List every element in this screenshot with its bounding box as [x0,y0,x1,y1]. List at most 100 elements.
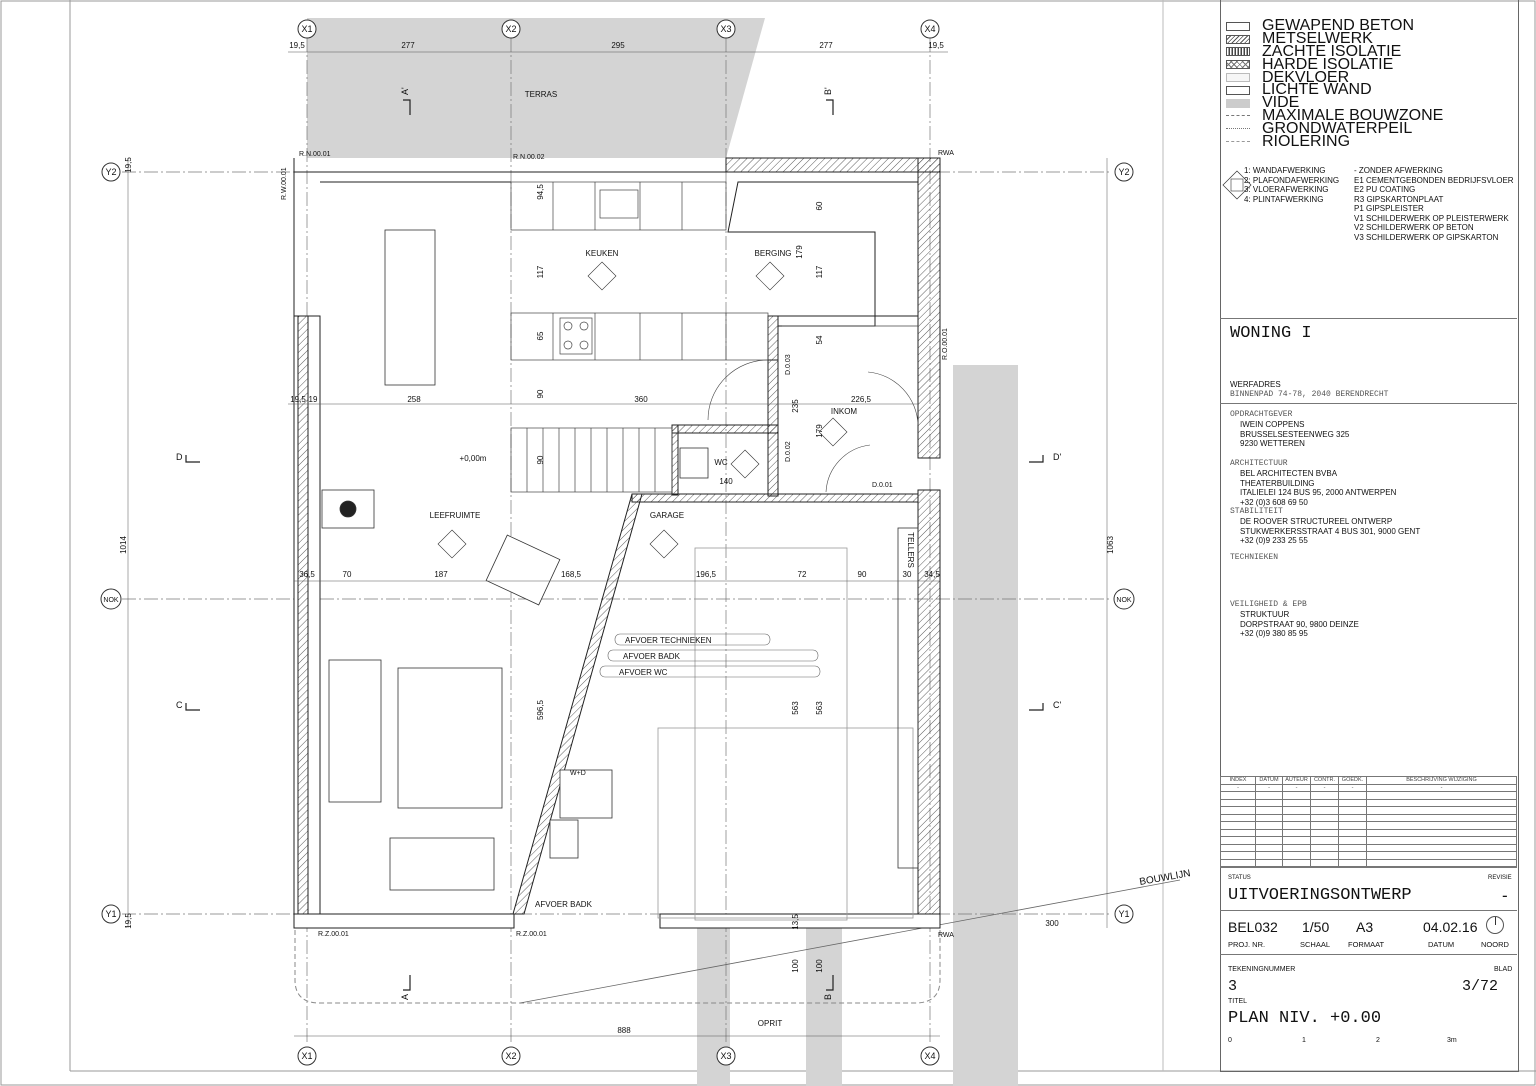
svg-text:19,5: 19,5 [928,41,944,50]
svg-text:D.0.02: D.0.02 [785,441,792,462]
legend-item: ZACHTE ISOLATIE [1226,43,1526,60]
bouwlijn-line [519,879,1181,1004]
section-marker-lines [185,99,1044,991]
legend-item: HARDE ISOLATIE [1226,55,1526,73]
toilet [679,447,709,479]
doors [707,359,919,493]
svg-text:72: 72 [798,570,807,579]
svg-text:RWA: RWA [938,932,954,939]
svg-text:A: A [400,994,410,1000]
svg-text:R.Z.00.01: R.Z.00.01 [516,931,547,938]
svg-text:X2: X2 [505,24,516,34]
swatch-icon [1226,115,1250,117]
svg-text:30: 30 [903,570,912,579]
noord-label: NOORD [1481,940,1509,949]
svg-text:19,5: 19,5 [124,913,133,929]
svg-text:X3: X3 [720,1051,731,1061]
svg-text:19: 19 [309,395,318,404]
formaat-label: FORMAAT [1348,940,1385,949]
project-number: BEL032 [1228,919,1278,935]
svg-text:168,5: 168,5 [561,570,582,579]
legend-item: GRONDWATERPEIL [1226,120,1526,137]
svg-text:19,5: 19,5 [290,395,306,404]
svg-text:A': A' [400,87,410,95]
svg-text:1014: 1014 [119,536,128,554]
sofa [328,659,382,803]
stairs [510,427,673,493]
drawing-title: PLAN NIV. +0.00 [1228,1009,1382,1028]
section-markers: A' B' A B D D' C C' [176,87,1061,1000]
blad-label: BLAD [1494,966,1513,973]
scale-tick: 0 [1228,1037,1232,1044]
terras-vide-area [307,18,765,158]
svg-text:NOK: NOK [103,597,119,604]
svg-text:X3: X3 [720,24,731,34]
legend-item: MAXIMALE BOUWZONE [1226,106,1526,124]
svg-text:C: C [176,700,183,710]
svg-text:117: 117 [536,265,545,278]
legend-label: ZACHTE ISOLATIE [1262,43,1402,60]
walls [293,157,941,929]
svg-text:AFVOER TECHNIEKEN: AFVOER TECHNIEKEN [625,636,712,645]
swatch-icon [1226,85,1250,95]
svg-text:277: 277 [401,41,415,50]
svg-text:277: 277 [819,41,833,50]
legend-label: MAXIMALE BOUWZONE [1262,106,1444,124]
tekeningnummer-label: TEKENINGNUMMER [1228,966,1296,973]
svg-text:D.0.03: D.0.03 [785,354,792,375]
svg-text:100: 100 [791,959,800,973]
legend-item: VIDE [1226,94,1526,111]
grid-bubbles: X1 X2 X3 X4 X1 X2 X3 X4 Y2 NOK Y1 Y2 NOK… [100,19,1135,1066]
legend-label: GEWAPEND BETON [1262,17,1415,35]
svg-text:X4: X4 [924,24,935,34]
legend-label: HARDE ISOLATIE [1262,55,1394,73]
svg-text:596,5: 596,5 [536,699,545,720]
svg-text:X2: X2 [505,1051,516,1061]
svg-text:187: 187 [434,570,448,579]
dimension-lines [127,51,1108,1037]
legend-label: LICHTE WAND [1262,81,1372,99]
furniture [321,229,919,921]
legend-item: GEWAPEND BETON [1226,17,1526,35]
svg-text:RWA: RWA [938,150,954,157]
legend-item: METSELWERK [1226,30,1526,47]
status-label: STATUS [1228,875,1251,881]
room-terras: TERRAS [525,90,557,99]
svg-text:235: 235 [791,399,800,413]
room-oprit: OPRIT [758,1019,783,1028]
svg-text:34,5: 34,5 [924,570,940,579]
svg-text:Y1: Y1 [105,909,116,919]
svg-text:NOK: NOK [1116,597,1132,604]
svg-text:100: 100 [815,959,824,973]
svg-text:563: 563 [791,701,800,715]
washer-dryer [559,769,613,819]
car-outline [694,547,848,921]
svg-text:X1: X1 [301,1051,312,1061]
svg-text:R.W.00.01: R.W.00.01 [281,167,288,200]
room-berging: BERGING [755,249,792,258]
scale-tick: 2 [1376,1037,1380,1044]
svg-text:258: 258 [407,395,421,404]
swatch-icon [1226,21,1250,31]
tellers-label: TELLERS [906,532,915,568]
svg-text:19,5: 19,5 [289,41,305,50]
armchair [485,534,561,606]
swatch-icon [1226,73,1250,83]
finish-tag-key-icon [1222,170,1252,200]
svg-text:90: 90 [536,389,545,398]
swatch-icon [1226,34,1250,44]
svg-text:Y1: Y1 [1118,909,1129,919]
titel-label: TITEL [1228,998,1248,1005]
legend-label: RIOLERING [1262,132,1351,150]
room-leefruimte: LEEFRUIMTE [430,511,481,520]
schaal-label: SCHAAL [1300,940,1331,949]
svg-text:D.0.01: D.0.01 [872,482,893,489]
svg-text:295: 295 [611,41,625,50]
